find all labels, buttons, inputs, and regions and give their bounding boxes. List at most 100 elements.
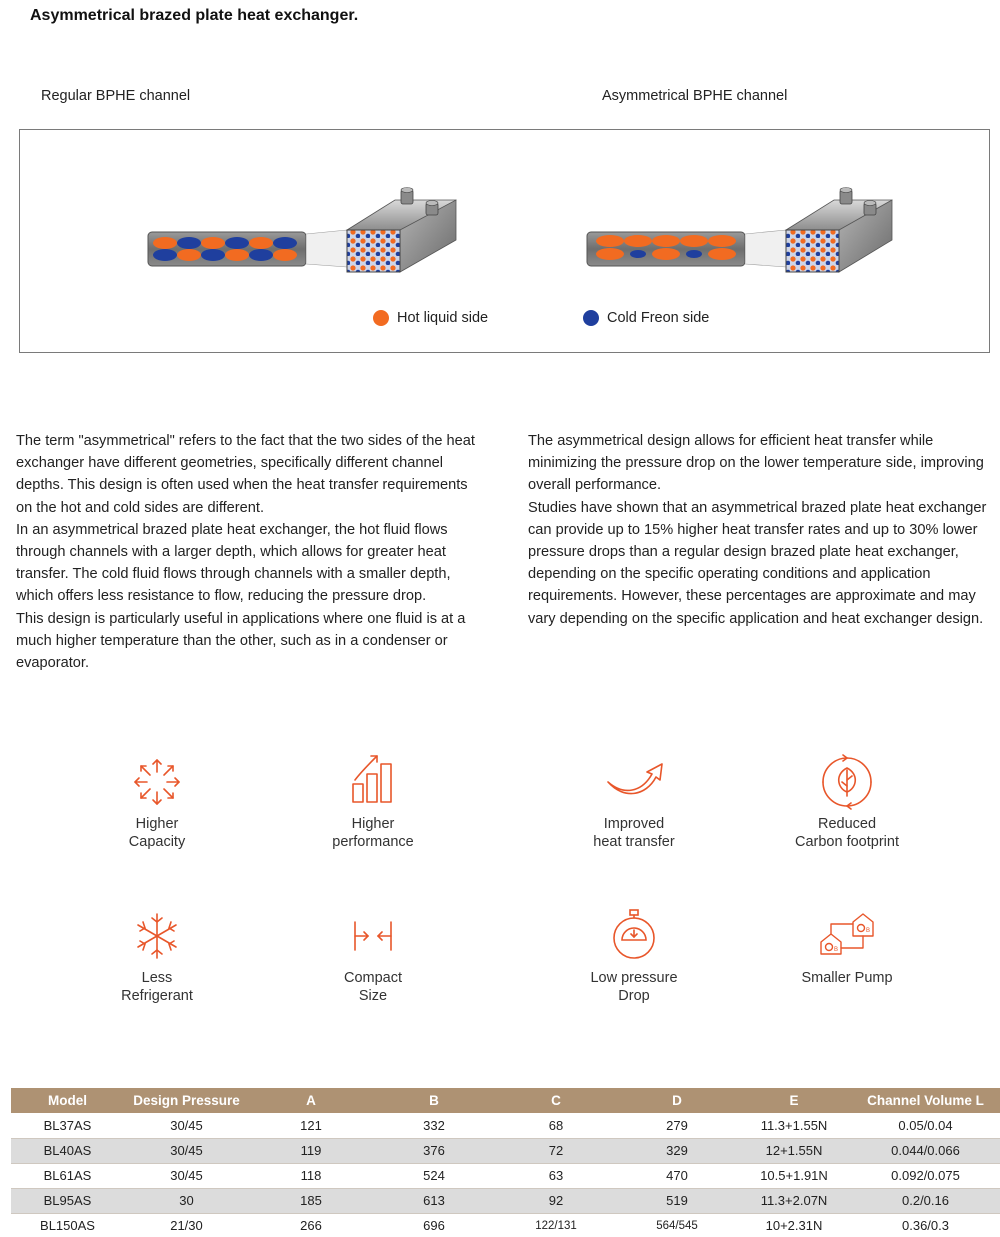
table-cell: 470 <box>617 1163 737 1189</box>
feature-label: Reduced Carbon footprint <box>795 816 899 850</box>
feature-less-refrigerant: Less Refrigerant <box>57 906 257 1005</box>
feature-label: Low pressure Drop <box>590 970 678 1004</box>
col-design-pressure: Design Pressure <box>124 1088 249 1113</box>
table-cell: 519 <box>617 1188 737 1214</box>
table-cell: 524 <box>373 1163 495 1189</box>
table-cell: 30 <box>124 1188 249 1214</box>
asymmetrical-heat-exchanger-block <box>784 187 893 273</box>
table-cell: BL95AS <box>11 1188 124 1214</box>
leaf-cycle-icon <box>822 754 872 810</box>
paragraph: The asymmetrical design allows for effic… <box>528 433 984 494</box>
col-b: B <box>373 1088 495 1113</box>
table-cell: 72 <box>495 1138 617 1164</box>
paragraph: This design is particularly useful in ap… <box>16 610 466 672</box>
paragraph: The term "asymmetrical" refers to the fa… <box>16 433 475 516</box>
snowflake-icon <box>137 913 177 959</box>
page-title: Asymmetrical brazed plate heat exchanger… <box>30 7 359 24</box>
table-cell: 11.3+2.07N <box>737 1188 851 1214</box>
table-cell: 332 <box>373 1113 495 1139</box>
feature-higher-performance: Higher performance <box>273 752 473 851</box>
table-row: BL61AS 30/45 118 524 63 470 10.5+1.91N 0… <box>11 1163 1000 1189</box>
regular-heat-exchanger-block <box>345 187 457 273</box>
col-channel-volume: Channel Volume L <box>851 1088 1000 1113</box>
legend-cold-label: Cold Freon side <box>607 310 710 326</box>
legend-cold-freon: Cold Freon side <box>583 310 709 326</box>
pressure-gauge-icon <box>613 909 655 959</box>
table-cell: 68 <box>495 1113 617 1139</box>
table-row: BL40AS 30/45 119 376 72 329 12+1.55N 0.0… <box>11 1138 1000 1164</box>
feature-label: Higher performance <box>332 816 414 850</box>
table-cell: 119 <box>249 1138 373 1164</box>
paragraph: Studies have shown that an asymmetrical … <box>528 499 987 627</box>
feature-label: Improved heat transfer <box>593 816 675 850</box>
asymmetrical-channel-label: Asymmetrical BPHE channel <box>602 88 788 104</box>
table-cell: 122/131 <box>495 1213 617 1237</box>
table-cell: 0.36/0.3 <box>851 1213 1000 1237</box>
table-cell: 92 <box>495 1188 617 1214</box>
channel-diagram: Hot liquid side Cold Freon side <box>19 129 990 353</box>
table-cell: 63 <box>495 1163 617 1189</box>
specifications-table: Model Design Pressure A B C D E Channel … <box>11 1088 1000 1237</box>
feature-improved-heat-transfer: Improved heat transfer <box>534 752 734 851</box>
feature-label: Higher Capacity <box>128 816 186 850</box>
feature-smaller-pump: B B Smaller Pump <box>747 906 947 988</box>
table-cell: 0.092/0.075 <box>851 1163 1000 1189</box>
col-a: A <box>249 1088 373 1113</box>
table-cell: 564/545 <box>617 1213 737 1237</box>
col-model: Model <box>11 1088 124 1113</box>
curved-arrow-icon <box>607 763 663 795</box>
description-right: The asymmetrical design allows for effic… <box>528 430 998 630</box>
feature-label: Smaller Pump <box>801 970 893 986</box>
table-row: BL150AS 21/30 266 696 122/131 564/545 10… <box>11 1213 1000 1237</box>
channel-diagram-illustration <box>147 187 893 273</box>
regular-channel-strip <box>147 229 348 268</box>
table-cell: 121 <box>249 1113 373 1139</box>
table-cell: 12+1.55N <box>737 1138 851 1164</box>
cold-dot-icon <box>583 310 599 326</box>
col-d: D <box>617 1088 737 1113</box>
table-cell: 0.05/0.04 <box>851 1113 1000 1139</box>
table-cell: BL61AS <box>11 1163 124 1189</box>
table-cell: 118 <box>249 1163 373 1189</box>
table-cell: 10+2.31N <box>737 1213 851 1237</box>
table-cell: 279 <box>617 1113 737 1139</box>
table-row: BL37AS 30/45 121 332 68 279 11.3+1.55N 0… <box>11 1113 1000 1139</box>
col-e: E <box>737 1088 851 1113</box>
legend-hot-liquid: Hot liquid side <box>373 310 488 326</box>
table-cell: 613 <box>373 1188 495 1214</box>
bar-growth-icon <box>352 755 392 803</box>
table-cell: 329 <box>617 1138 737 1164</box>
feature-compact-size: Compact Size <box>273 906 473 1005</box>
feature-higher-capacity: Higher Capacity <box>57 752 257 851</box>
table-cell: 30/45 <box>124 1138 249 1164</box>
table-cell: 11.3+1.55N <box>737 1113 851 1139</box>
table-cell: 0.044/0.066 <box>851 1138 1000 1164</box>
table-cell: 10.5+1.91N <box>737 1163 851 1189</box>
table-cell: BL40AS <box>11 1138 124 1164</box>
regular-channel-label: Regular BPHE channel <box>41 88 191 104</box>
table-cell: 30/45 <box>124 1163 249 1189</box>
col-c: C <box>495 1088 617 1113</box>
asymmetrical-channel-strip <box>586 229 787 268</box>
feature-label: Compact Size <box>343 970 403 1004</box>
table-cell: 185 <box>249 1188 373 1214</box>
table-cell: 21/30 <box>124 1213 249 1237</box>
table-cell: 266 <box>249 1213 373 1237</box>
table-cell: 30/45 <box>124 1113 249 1139</box>
paragraph: In an asymmetrical brazed plate heat exc… <box>16 521 451 605</box>
description-left: The term "asymmetrical" refers to the fa… <box>16 430 486 674</box>
svg-text:B: B <box>834 947 838 953</box>
feature-reduced-carbon: Reduced Carbon footprint <box>747 752 947 851</box>
svg-text:B: B <box>866 928 870 934</box>
table-cell: BL37AS <box>11 1113 124 1139</box>
legend-hot-label: Hot liquid side <box>397 310 489 326</box>
arrows-out-icon <box>134 759 180 805</box>
table-cell: 376 <box>373 1138 495 1164</box>
table-cell: 696 <box>373 1213 495 1237</box>
table-row: BL95AS 30 185 613 92 519 11.3+2.07N 0.2/… <box>11 1188 1000 1214</box>
houses-pump-icon: B B <box>820 913 874 955</box>
feature-label: Less Refrigerant <box>121 970 193 1004</box>
hot-dot-icon <box>373 310 389 326</box>
feature-low-pressure-drop: Low pressure Drop <box>534 906 734 1005</box>
compress-icon <box>354 921 392 951</box>
